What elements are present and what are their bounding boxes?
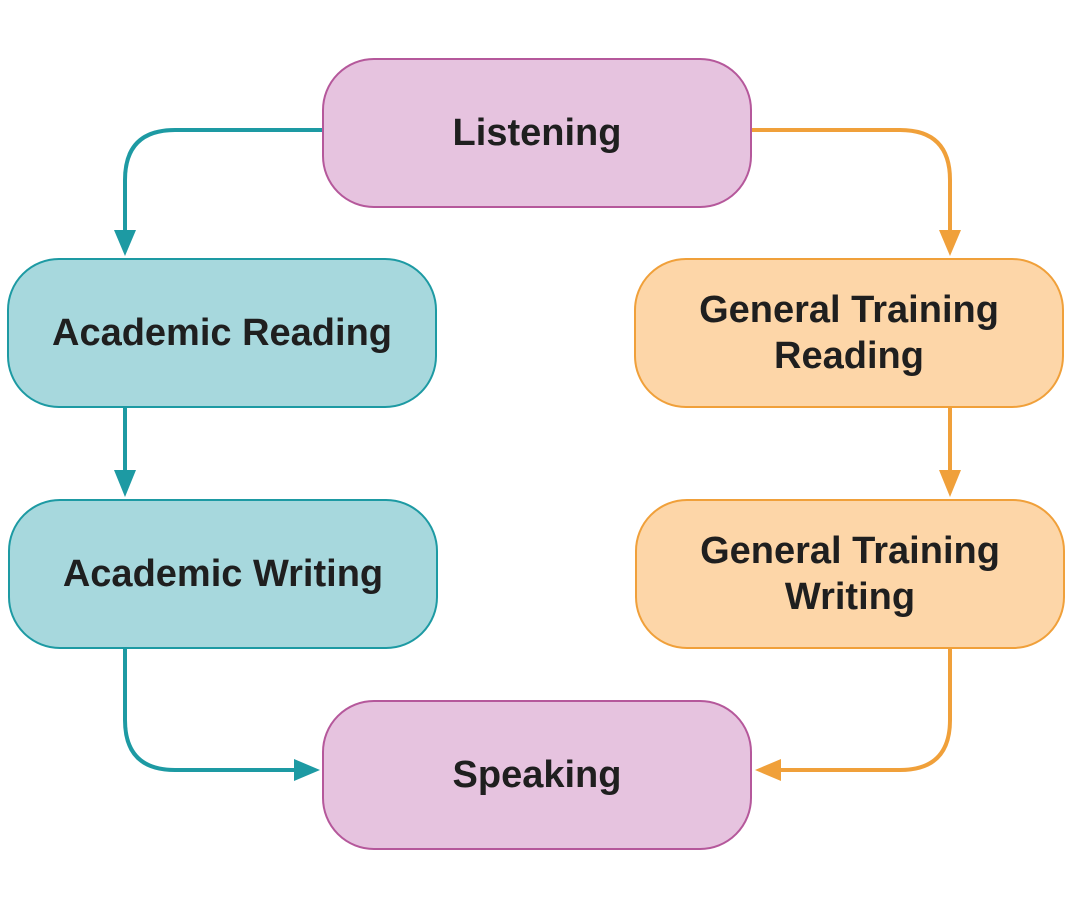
node-listening-label: Listening [452,112,622,154]
node-general-training-reading: General Training Reading [634,258,1064,408]
arrowhead-general-reading [939,230,961,256]
node-academic-writing: Academic Writing [8,499,438,649]
edge-general-writing-to-speaking [778,649,952,772]
arrowhead-academic-reading [114,230,136,256]
node-speaking: Speaking [322,700,752,850]
node-academic-writing-label: Academic Writing [62,553,384,595]
node-speaking-label: Speaking [452,754,622,796]
node-listening: Listening [322,58,752,208]
node-general-training-writing-label: General Training Writing [700,530,1000,618]
arrowhead-speaking-left [294,759,320,781]
arrowhead-academic-writing [114,470,136,497]
edge-listening-to-general-reading [752,128,952,234]
edge-academic-writing-to-speaking [123,649,298,772]
node-general-training-reading-label: General Training Reading [699,289,999,377]
node-academic-reading: Academic Reading [7,258,437,408]
node-general-training-writing: General Training Writing [635,499,1065,649]
arrowhead-general-writing [939,470,961,497]
node-academic-reading-label: Academic Reading [52,312,392,354]
edge-listening-to-academic-reading [123,128,322,234]
arrowhead-speaking-right [755,759,781,781]
